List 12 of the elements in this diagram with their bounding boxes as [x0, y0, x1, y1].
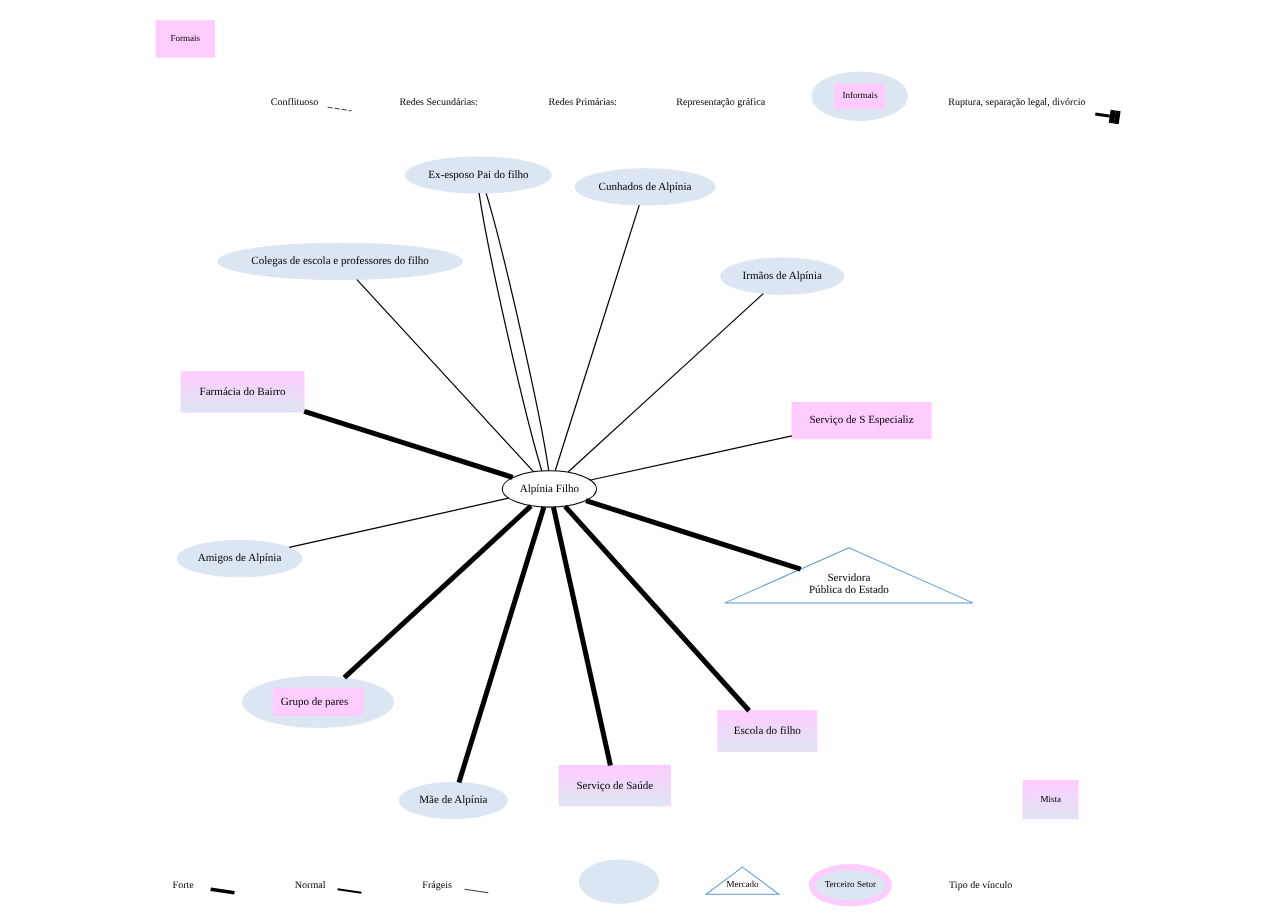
connector — [584, 498, 801, 572]
connector — [588, 435, 792, 481]
connector — [355, 279, 534, 473]
connector — [549, 506, 612, 767]
node-circle — [577, 859, 659, 904]
connector — [553, 204, 639, 472]
connector — [287, 497, 509, 549]
connector — [566, 293, 763, 473]
connector — [455, 506, 546, 784]
connector — [302, 408, 513, 480]
connector — [562, 504, 750, 713]
connector — [341, 504, 532, 680]
